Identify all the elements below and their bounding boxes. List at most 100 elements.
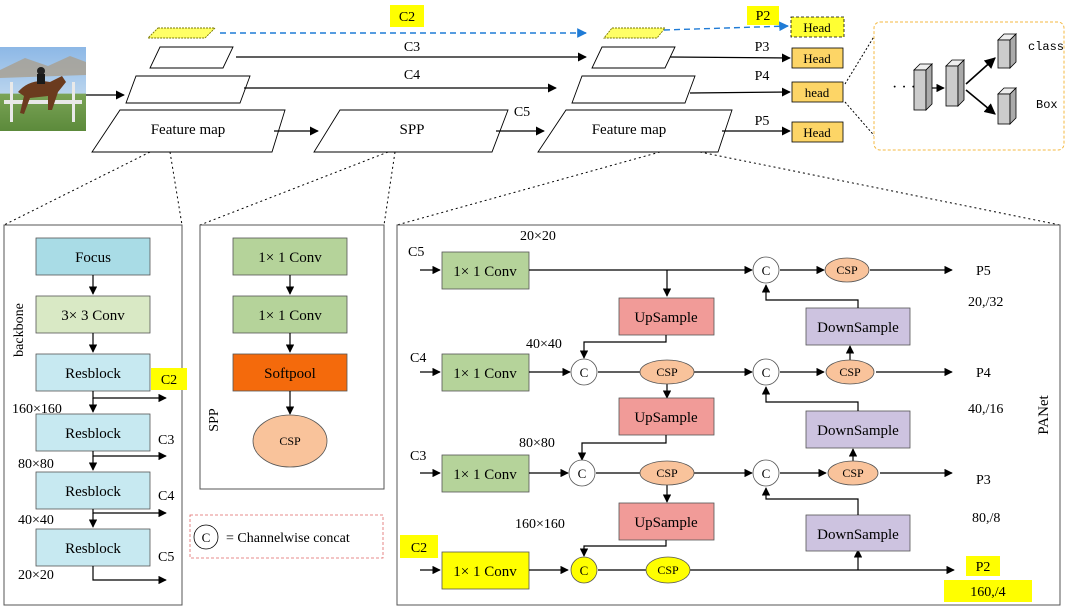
resblock-1-label: Resblock — [65, 366, 121, 382]
spp-block-label: SPP — [399, 122, 424, 138]
spp-csp — [252, 414, 328, 468]
panet-output-p5: P5 — [976, 264, 991, 279]
downsample-1 — [805, 514, 911, 552]
upsample-3-label: UpSample — [634, 515, 698, 531]
concat-p5-right-label: C — [762, 263, 771, 278]
csp-p2 — [645, 556, 691, 584]
spp-conv-2-label: 1× 1 Conv — [258, 308, 322, 324]
downsample-2-label: DownSample — [817, 423, 899, 439]
panet-output-p4: P4 — [976, 366, 991, 381]
panet-output-p2: P2 — [976, 560, 991, 575]
legend-concat-circle — [193, 524, 219, 550]
backbone-size-4: 20×20 — [18, 568, 54, 583]
neck-stack — [537, 27, 733, 153]
downsample-2 — [805, 410, 911, 449]
head-p5-label: Head — [803, 125, 831, 140]
focus-label: Focus — [75, 250, 111, 266]
c3-top-label: C3 — [404, 40, 420, 55]
head-panel-arrow-class — [965, 57, 996, 85]
spp-conv-1-label: 1× 1 Conv — [258, 250, 322, 266]
legend-concat-c: C — [202, 530, 211, 545]
feature-map-right-label: Feature map — [592, 122, 667, 138]
head-p2-label: Head — [803, 20, 831, 35]
resblock-4 — [35, 528, 151, 567]
concat-legend — [189, 514, 384, 559]
concat-p5-right — [752, 256, 780, 284]
panet-input-c4: C4 — [410, 351, 426, 366]
upsample-2-to-concat — [577, 435, 667, 461]
concat-p4-right — [752, 358, 780, 386]
csp-p3-left — [639, 460, 695, 486]
p2-top-label: P2 — [756, 9, 771, 24]
downsample-3-label: DownSample — [817, 320, 899, 336]
head-to-panel-dotted-bottom — [844, 101, 879, 141]
upsample-3 — [618, 502, 715, 541]
concat-p3-left — [568, 459, 596, 487]
concat-p3-right — [752, 459, 780, 487]
panet-size-80: 80×80 — [519, 436, 555, 451]
head-panel-layers — [913, 33, 1017, 125]
csp-p4-left-label: CSP — [656, 365, 678, 379]
csp-p4-right — [825, 359, 875, 385]
panet-size-160: 160×160 — [515, 517, 565, 532]
head-p3-label: Head — [803, 51, 831, 66]
panet-stride-p2-badge — [944, 580, 1032, 602]
upsample-1-to-concat — [579, 335, 667, 359]
c4-top-label: C4 — [404, 68, 420, 83]
spp-block-shape — [313, 109, 509, 153]
panet-stride-p5: 20,/32 — [968, 295, 1003, 310]
backbone-side-label: backbone — [12, 303, 27, 357]
csp-p3-left-label: CSP — [656, 466, 678, 480]
csp-p3-right-label: CSP — [842, 466, 864, 480]
backbone-size-3: 40×40 — [18, 513, 54, 528]
backbone-c2-label: C2 — [161, 373, 177, 388]
panet-input-c2: C2 — [411, 541, 427, 556]
panet-conv-c5-label: 1× 1 Conv — [453, 264, 517, 280]
c5-top-label: C5 — [514, 105, 530, 120]
downsample-1-to-concat — [761, 487, 859, 515]
concat-p3-left-label: C — [578, 466, 587, 481]
p3-top-label: P3 — [755, 40, 770, 55]
softpool-block — [232, 353, 348, 392]
panet-stride-p2: 160,/4 — [970, 585, 1005, 600]
panet-conv-c5 — [441, 251, 530, 290]
p3-arrow — [669, 53, 791, 63]
csp-p5-right — [824, 257, 870, 283]
concat-p2-left — [570, 556, 598, 584]
panet-input-c2-badge — [400, 535, 438, 558]
p4-top-label: P4 — [755, 69, 770, 84]
backbone-stack — [91, 27, 286, 153]
head-panel-box: Box — [1036, 98, 1058, 112]
head-p5 — [791, 121, 844, 143]
c2-top-label: C2 — [399, 10, 415, 25]
p5-top-label: P5 — [755, 114, 770, 129]
backbone-c3-label: C3 — [158, 433, 174, 448]
csp-p3-right — [827, 460, 879, 486]
resblock-2 — [35, 413, 151, 452]
spp-side-label: SPP — [207, 408, 222, 432]
focus-block — [35, 237, 151, 276]
downsample-3 — [805, 307, 911, 346]
csp-p2-label: CSP — [657, 563, 679, 577]
upsample-1-label: UpSample — [634, 310, 698, 326]
p2-arrow — [663, 21, 789, 32]
p4-arrow — [689, 87, 791, 97]
panet-conv-c2-label: 1× 1 Conv — [453, 564, 517, 580]
panet-stride-p3: 80,/8 — [972, 511, 1000, 526]
backbone-c2-badge — [151, 368, 187, 390]
legend-text: = Channelwise concat — [226, 531, 350, 546]
resblock-1 — [35, 353, 151, 392]
panet-conv-c3-label: 1× 1 Conv — [453, 467, 517, 483]
resblock-4-label: Resblock — [65, 541, 121, 557]
resblock-2-label: Resblock — [65, 426, 121, 442]
p2-top-badge — [747, 6, 779, 25]
spp-csp-label: CSP — [279, 434, 301, 448]
input-image — [0, 47, 86, 131]
head-panel-dots: · · · — [892, 79, 916, 96]
head-p2 — [790, 16, 845, 38]
upsample-2 — [618, 397, 715, 436]
feature-map-left-label: Feature map — [151, 122, 226, 138]
downsample-2-to-concat — [761, 386, 859, 411]
softpool-label: Softpool — [264, 366, 316, 382]
